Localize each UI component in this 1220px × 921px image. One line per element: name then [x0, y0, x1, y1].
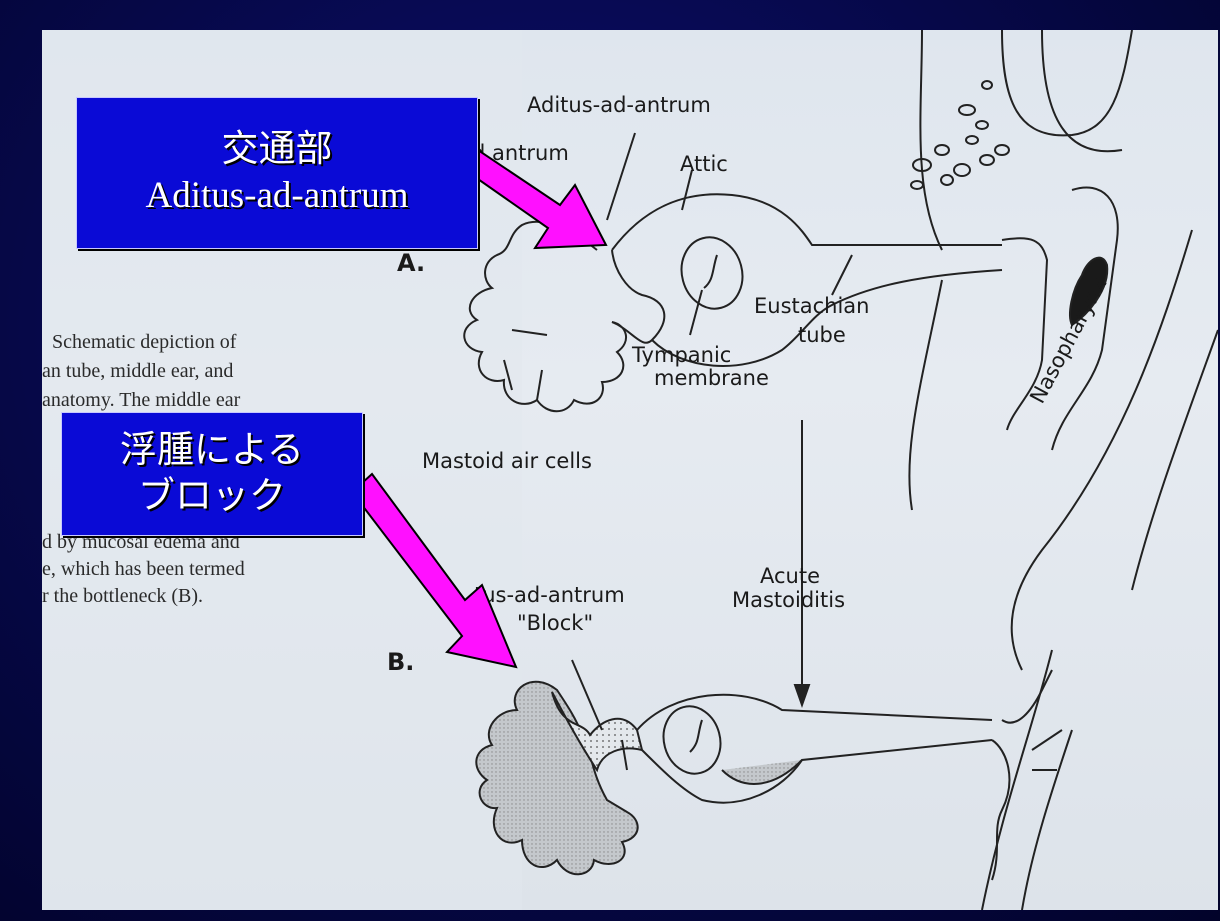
arrow-top [465, 150, 606, 248]
callout-aditus-line2: Aditus-ad-antrum [145, 173, 408, 219]
arrow-bottom [352, 474, 516, 667]
callout-aditus-line1: 交通部 [222, 127, 333, 173]
callout-block-line1: 浮腫による [120, 428, 304, 474]
callout-block: 浮腫による ブロック [61, 412, 363, 536]
callout-aditus: 交通部 Aditus-ad-antrum [76, 97, 478, 249]
callout-block-line2: ブロック [138, 474, 286, 520]
